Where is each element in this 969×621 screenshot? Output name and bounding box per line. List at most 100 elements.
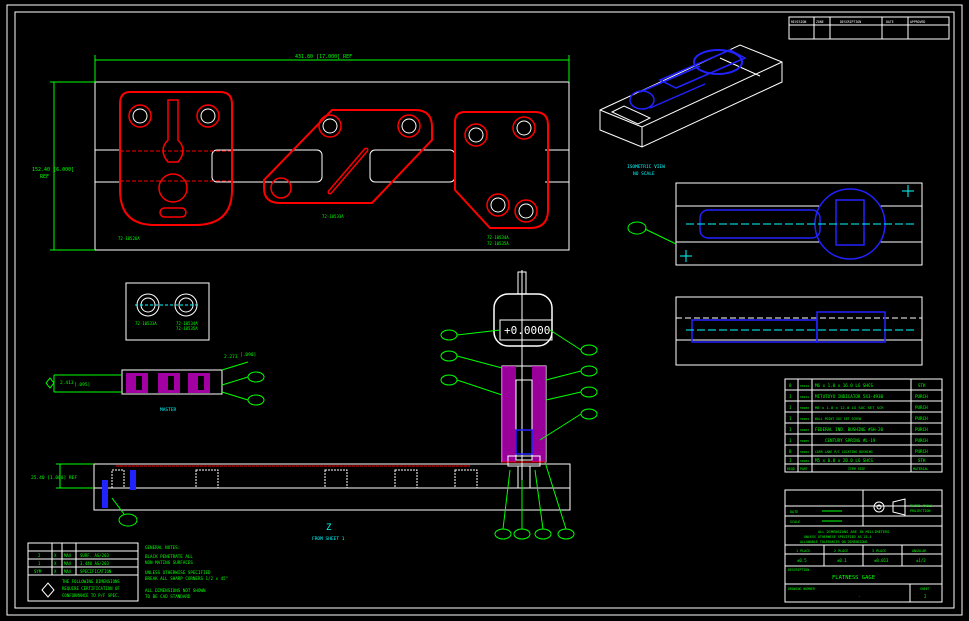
description-value: FLATNESS GAGE	[832, 575, 875, 581]
indicator-reading: +0.0000	[504, 324, 550, 337]
indicator-assembly: +0.0000	[493, 270, 553, 489]
drawing-number-label: DRAWING NUMBER	[788, 587, 815, 591]
view-note: FROM SHEET 1	[312, 536, 345, 542]
bom-r1-part: 50114	[800, 384, 809, 388]
spec-r1-c4: SURF. AS/203	[80, 553, 109, 558]
master-dim-left: 2.413	[60, 380, 74, 386]
spec-r2-c1: 1	[38, 561, 41, 566]
rev-cell-2: ZONE	[816, 20, 824, 24]
note-4: BREAK ALL SHARP CORNERS 1/2 x 45°	[145, 576, 228, 581]
tolerance-note-2: ALLOWABLE TOLERANCES ON DIMENSIONS	[800, 540, 868, 544]
detail-label-2: 72-10534A	[176, 321, 198, 326]
spec-r1-c2: X	[54, 553, 57, 558]
bom-r7-desc: CARR LANE P/C LOCATING BUSHING	[815, 450, 873, 454]
general-notes: GENERAL NOTES: BLACK PENETRATE ALL NON-M…	[145, 545, 228, 599]
projection-line2: PROJECTION	[910, 509, 930, 513]
bom-r6-qty: 1	[789, 438, 792, 443]
spec-footer-1: THE FOLLOWING DIMENSIONS	[62, 579, 120, 584]
master-dim-top: 2.273	[224, 354, 238, 360]
title-block: THIRD ANGLE PROJECTION DATE SCALE ALL DI…	[784, 489, 943, 603]
bom-r1-desc: M6 x 1.0 x 16.0 LG SHCS	[815, 383, 873, 388]
bom-r1-qty: 8	[789, 383, 792, 388]
balloon-callouts	[440, 329, 598, 540]
spec-r1-c3: MAX	[64, 553, 72, 558]
spec-r3-c3: MAX	[64, 569, 72, 574]
bom-r6-part: 50205	[800, 439, 809, 443]
rev-cell-3: DESCRIPTION	[840, 20, 861, 24]
sheet-label: SHEET	[920, 587, 930, 591]
note-1: BLACK PENETRATE ALL	[145, 554, 193, 559]
spec-footer-3: CONFORMANCE TO P/F SPEC.	[62, 593, 120, 598]
bom-r8-desc: M5 x 0.8 x 20.0 LG SHCS	[815, 458, 873, 463]
master-dim-top-ref: [.090]	[240, 352, 256, 358]
spec-r2-c2: X	[54, 561, 57, 566]
bom-r6-mat: PURCH	[915, 438, 928, 443]
spec-r3-c1: SYM	[34, 569, 42, 574]
date-label: DATE	[790, 510, 798, 514]
notes-title: GENERAL NOTES:	[145, 545, 180, 550]
sheet-border	[6, 4, 963, 616]
bom-r3-mat: PURCH	[915, 405, 928, 410]
bom-header-desc: ITEM SIZE	[848, 467, 865, 471]
bill-of-materials: 8 50114 M6 x 1.0 x 16.0 LG SHCS STK 1 50…	[784, 378, 943, 473]
note-2: NON-MATING SURFACES	[145, 560, 193, 565]
note-6: TO BE CAD STANDARD	[145, 594, 191, 599]
bom-header-part: PART	[800, 467, 808, 471]
view-letter: Z	[326, 523, 332, 533]
note-5: ALL DIMENSIONS NOT SHOWN	[145, 588, 206, 593]
master-dim-left-ref: [.095]	[74, 382, 90, 388]
rev-cell-1: REVISION	[791, 20, 806, 24]
bom-r4-desc: BALL POINT SOC SET SCREW	[815, 417, 861, 421]
bom-r5-qty: 1	[789, 427, 792, 432]
bom-r4-mat: PURCH	[915, 416, 928, 421]
bom-r2-part: 50211	[800, 395, 809, 399]
bom-r4-part: 50204	[800, 417, 809, 421]
bom-r8-mat: STK	[918, 458, 926, 463]
bom-r7-qty: 8	[789, 449, 792, 454]
tol-header-3: 3 PLACE	[872, 549, 886, 553]
side-plan-view	[627, 182, 923, 266]
bom-r2-desc: MITUTOYO INDICATOR 543-493B	[815, 394, 884, 399]
spec-r2-c4: 3.440 AS/203	[80, 561, 109, 566]
bom-r5-mat: PURCH	[915, 427, 928, 432]
bom-r8-qty: 1	[789, 458, 792, 463]
tol-value-4: ±1/2	[916, 558, 926, 563]
side-elevation-view	[675, 296, 923, 366]
bom-r3-qty: 1	[789, 405, 792, 410]
top-view: 431.80 [17.000] REF 152.40 [6.000] REF 7…	[32, 54, 570, 251]
bom-r5-desc: FEDERAL IND. BUSHING #SH-20	[815, 427, 884, 432]
part-label-1: 72-10526A	[118, 236, 140, 241]
spec-r2-c3: MAX	[64, 561, 72, 566]
bom-r5-part: 50203	[800, 428, 809, 432]
revision-block: REVISION ZONE DESCRIPTION DATE APPROVED	[788, 16, 950, 40]
bom-r4-qty: 1	[789, 416, 792, 421]
spec-r1-c1: 2	[38, 553, 41, 558]
bom-r6-desc: CENTURY SPRING #L-19	[825, 438, 876, 443]
spec-r3-c4: SPECIFICATION	[80, 569, 112, 574]
tol-header-2: 2 PLACE	[834, 549, 848, 553]
spec-footer-2: REQUIRE CERTIFICATION OF	[62, 586, 120, 591]
front-height-dim: 25.40 [1.000] REF	[31, 475, 77, 481]
rev-cell-5: APPROVED	[910, 20, 925, 24]
bom-r1-mat: STK	[918, 383, 926, 388]
iso-label: ISOMETRIC VIEW	[627, 164, 665, 170]
detail-box: 72-10533A 72-10534A 72-10535A	[125, 282, 210, 341]
isometric-view: ISOMETRIC VIEW NO SCALE	[599, 44, 783, 177]
overall-length-dim: 431.80 [17.000] REF	[295, 54, 352, 60]
detail-label-1: 72-10533A	[135, 321, 157, 326]
note-3: UNLESS OTHERWISE SPECIFIED	[145, 570, 211, 575]
bom-header-mat: MATERIAL	[913, 467, 928, 471]
scale-label: SCALE	[790, 520, 800, 524]
description-label: DESCRIPTION	[788, 568, 809, 572]
drawing-frame	[14, 11, 955, 609]
spec-r3-c2: X	[54, 569, 57, 574]
bom-r3-part: 50208	[800, 406, 809, 410]
bom-r8-part: 50202	[800, 459, 809, 463]
rev-cell-4: DATE	[886, 20, 894, 24]
master-title: MASTER	[160, 407, 177, 413]
tol-header-1: 1 PLACE	[796, 549, 810, 553]
units-note: ALL DIMENSIONS ARE IN MILLIMETERS	[818, 530, 889, 534]
bom-r7-mat: PURCH	[915, 449, 928, 454]
part-label-2: 72-10533A	[322, 214, 344, 219]
